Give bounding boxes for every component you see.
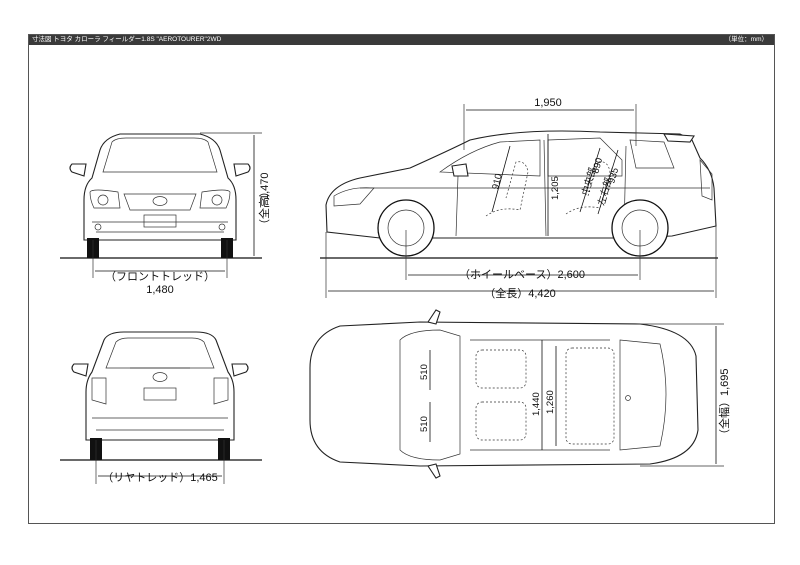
toyota-emblem-front	[152, 196, 168, 206]
rear-right-mirror	[231, 363, 249, 377]
rear-body	[85, 331, 235, 441]
length-label: （全長）	[484, 286, 528, 300]
front-seat-arrow	[491, 145, 511, 213]
front-right-headlight	[199, 189, 231, 209]
width-label: （全幅）	[717, 396, 731, 440]
rear-left-mirror	[71, 363, 89, 377]
rear-body-lines	[92, 367, 228, 431]
shoulder-front-value: 510	[419, 364, 430, 380]
width-rear-value: 1,260	[545, 390, 556, 414]
front-seat-outline	[485, 161, 529, 217]
wheelbase-text: （ホイールベース）2,600	[459, 268, 585, 281]
side-mirror	[451, 163, 469, 177]
front-grille	[123, 193, 197, 211]
front-view: （フロントトレッド） 1,480 （全高） 1,470	[60, 132, 271, 296]
top-left-mirror	[427, 309, 441, 325]
front-right-mirror	[233, 163, 251, 177]
center-dist-arrow	[579, 147, 601, 213]
center-dist-value: 890	[590, 157, 605, 175]
length-value: 4,420	[528, 288, 556, 300]
front-tread-label: （フロントトレッド）	[105, 270, 215, 283]
front-windshield	[102, 137, 218, 173]
interior-height-value: 1,205	[550, 176, 561, 200]
rear-bench-seat	[565, 347, 615, 445]
wheelbase-value: 2,600	[557, 269, 585, 281]
rear-seat-outline	[565, 161, 611, 215]
length-text: （全長）4,420	[484, 286, 556, 300]
rear-spoiler	[663, 133, 695, 143]
rear-view: （リヤトレッド）1,465	[60, 331, 262, 484]
front-bumper-lines	[92, 221, 228, 233]
front-tread-value: 1,480	[146, 284, 174, 296]
left-headlight-lens	[97, 194, 109, 206]
top-detail-mark	[625, 395, 631, 401]
toyota-emblem-rear	[152, 372, 168, 382]
front-left-fog-lamp	[94, 223, 102, 231]
side-headlight	[333, 187, 375, 207]
sheet-title: 寸法図 トヨタ カローラ フィールダー1.8S "AEROTOURER"2WD	[32, 36, 222, 43]
top-rear-glass	[619, 339, 667, 451]
top-body	[309, 321, 699, 467]
front-body	[83, 133, 237, 241]
right-headlight-lens	[211, 194, 223, 206]
top-roof-rails	[470, 339, 610, 451]
front-license-plate	[143, 214, 177, 228]
front-left-seat	[475, 349, 527, 389]
unit-label: （単位：mm）	[724, 36, 768, 43]
rear-window	[105, 337, 215, 369]
cabin-length-value: 1,950	[534, 97, 562, 109]
side-dist-value: 935	[606, 167, 621, 185]
side-dist-arrow	[597, 149, 619, 215]
front-right-seat	[475, 401, 527, 441]
side-view: 1,950 1,205 910 中央部 890 左右部 935 （ホイールベース…	[320, 97, 718, 300]
width-front-value: 1,440	[531, 392, 542, 416]
front-right-fog-lamp	[218, 223, 226, 231]
rear-tread-value: 1,465	[190, 472, 218, 484]
wheelbase-label: （ホイールベース）	[459, 268, 557, 281]
top-right-mirror	[427, 463, 441, 479]
rear-license-plate	[143, 387, 177, 401]
side-front-window	[438, 139, 541, 177]
rear-tread-text: （リヤトレッド）1,465	[102, 471, 218, 484]
rear-tread-label: （リヤトレッド）	[102, 471, 190, 484]
shoulder-rear-value: 510	[419, 416, 430, 432]
height-label: （全高）	[257, 186, 271, 230]
width-value: 1,695	[719, 368, 731, 396]
side-taillight	[699, 158, 713, 201]
top-view: 510 510 1,440 1,260 （全幅）1,695	[309, 309, 731, 479]
rear-right-taillight	[213, 377, 229, 405]
top-windshield	[399, 329, 461, 461]
title-bar: 寸法図 トヨタ カローラ フィールダー1.8S "AEROTOURER"2WD …	[29, 35, 774, 45]
front-seat-value: 910	[490, 173, 505, 191]
width-text: （全幅）1,695	[717, 368, 731, 440]
rear-left-taillight	[91, 377, 107, 405]
side-quarter-window	[629, 139, 675, 169]
height-value: 1,470	[259, 172, 271, 200]
front-left-mirror	[69, 163, 87, 177]
front-left-headlight	[89, 189, 121, 209]
